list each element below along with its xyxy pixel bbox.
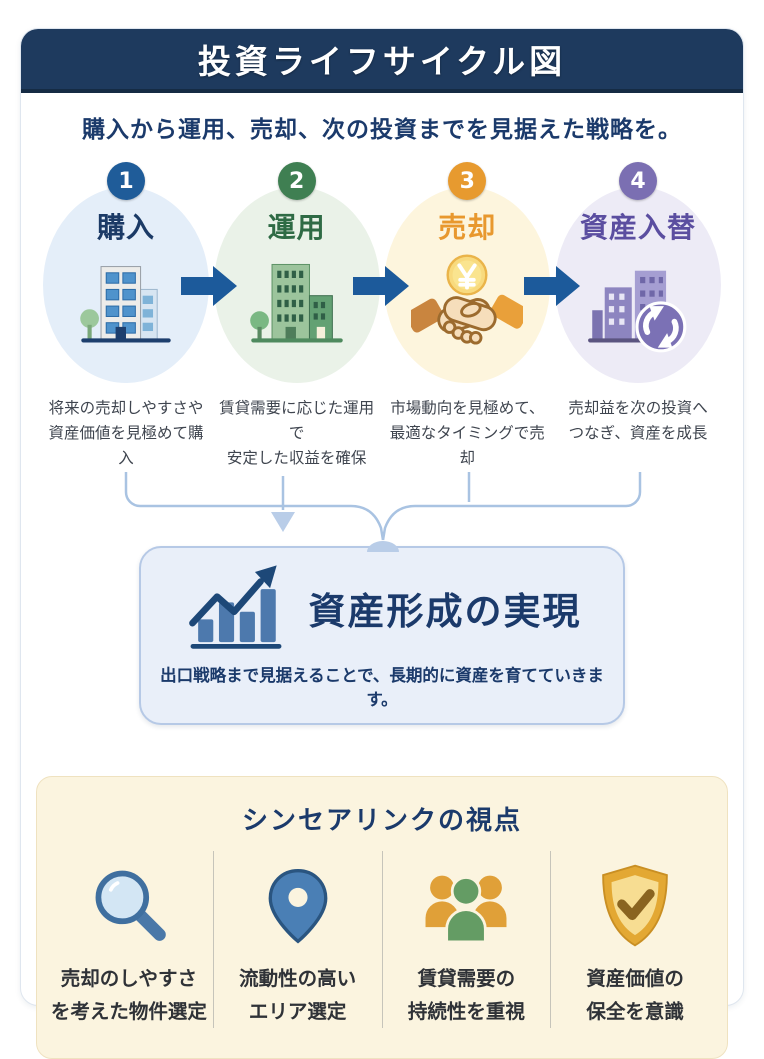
- viewpoint-item-asset-value: 資産価値の 保全を意識: [550, 851, 719, 1028]
- viewpoint-text: 賃貸需要の 持続性を重視: [407, 967, 525, 1023]
- header-bar: 投資ライフサイクル図: [21, 29, 743, 93]
- building-blue-icon: [80, 266, 171, 343]
- step-number-badge: 2: [277, 162, 316, 200]
- step-description: 賃貸需要に応じた運用で 安定した収益を確保: [219, 399, 375, 467]
- viewpoints-row: 売却のしやすさ を考えた物件選定 流動性の高い エリア選定: [45, 851, 719, 1028]
- step-description: 将来の売却しやすさや 資産価値を見極めて購入: [48, 399, 204, 467]
- step-column-asset-swap: 4 資産入替: [554, 162, 721, 470]
- result-title: 資産形成の実現: [308, 590, 582, 634]
- step-number-badge: 4: [618, 162, 657, 200]
- step-title: 運用: [267, 211, 326, 244]
- step-title: 売却: [438, 211, 497, 244]
- step-arrow-right-icon: [353, 266, 409, 306]
- viewpoints-panel: シンセアリンクの視点 売却のしやすさ を考えた物件選定: [36, 776, 728, 1059]
- subtitle: 購入から運用、売却、次の投資までを見据えた戦略を。: [82, 117, 682, 143]
- step-column-sale: 3 売却: [384, 162, 551, 470]
- step-description: 売却益を次の投資へ つなぎ、資産を成長: [568, 399, 708, 442]
- viewpoint-text: 売却のしやすさ を考えた物件選定: [50, 967, 207, 1023]
- viewpoint-item-area: 流動性の高い エリア選定: [212, 851, 382, 1028]
- handshake-yen-icon: [411, 254, 524, 345]
- viewpoint-text: 資産価値の 保全を意識: [586, 967, 684, 1023]
- flow-connector: [124, 472, 642, 553]
- step-oval: 資産入替: [554, 187, 721, 383]
- step-oval: 売却: [384, 187, 551, 383]
- map-pin-icon: [268, 869, 328, 944]
- viewpoint-item-saleability: 売却のしやすさ を考えた物件選定: [45, 851, 213, 1027]
- building-green-icon: [249, 263, 343, 343]
- people-icon: [425, 876, 507, 944]
- result-top-row: 資産形成の実現: [159, 562, 605, 654]
- step-title: 資産入替: [579, 211, 696, 244]
- shield-check-icon: [602, 865, 668, 947]
- step-column-purchase: 1 購入: [43, 162, 209, 470]
- step-oval: 運用: [213, 187, 380, 383]
- step-description: 市場動向を見極めて、 最適なタイミングで売却: [389, 399, 545, 467]
- infographic-card: 投資ライフサイクル図 購入から運用、売却、次の投資までを見据えた戦略を。 1 購…: [20, 28, 744, 1059]
- step-number-badge: 1: [107, 162, 145, 200]
- flow-arrow-down-icon: [271, 512, 295, 533]
- viewpoint-text: 流動性の高い エリア選定: [239, 967, 357, 1023]
- step-arrow-right-icon: [524, 266, 580, 306]
- bar-chart-growth-icon: [188, 565, 281, 650]
- result-box: 資産形成の実現 出口戦略まで見据えることで、長期的に資産を育てていきます。: [139, 546, 625, 726]
- magnifier-icon: [95, 871, 166, 942]
- step-column-operation: 2 運用: [213, 162, 380, 470]
- step-arrow-right-icon: [181, 266, 237, 306]
- viewpoints-title: シンセアリンクの視点: [241, 806, 522, 837]
- viewpoint-item-rental-demand: 賃貸需要の 持続性を重視: [381, 851, 551, 1028]
- result-subtitle: 出口戦略まで見据えることで、長期的に資産を育てていきます。: [160, 666, 604, 710]
- steps-section: 1 購入: [21, 162, 743, 470]
- step-number-badge: 3: [448, 162, 487, 200]
- step-title: 購入: [96, 211, 155, 244]
- page-title: 投資ライフサイクル図: [197, 42, 567, 81]
- building-cycle-icon: [588, 270, 687, 353]
